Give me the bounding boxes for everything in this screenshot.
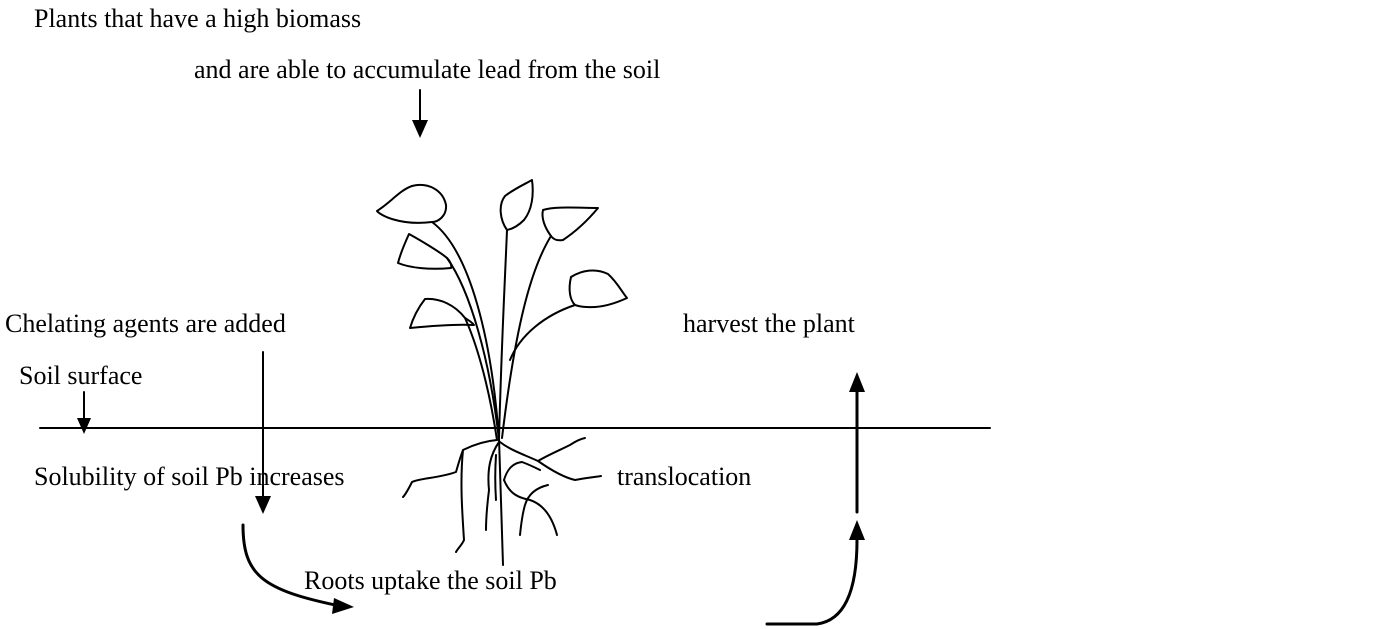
- plant-stem: [446, 257, 500, 441]
- plant-stem: [509, 304, 576, 361]
- soil-surface-arrow: [77, 391, 91, 434]
- plant-stem: [431, 221, 500, 441]
- plant-root: [503, 479, 558, 536]
- chelating-arrow: [255, 351, 271, 514]
- harvest-label: harvest the plant: [683, 309, 855, 338]
- plant-leaf: [376, 184, 448, 224]
- plant-root: [402, 439, 498, 498]
- plants-arrow: [412, 89, 428, 138]
- plant-leaf: [568, 269, 628, 309]
- harvest-arrow: [849, 372, 865, 514]
- chelating-label: Chelating agents are added: [5, 309, 286, 338]
- plant-stem: [464, 317, 498, 441]
- plant-main-root: [498, 437, 504, 566]
- solubility-label: Solubility of soil Pb increases: [34, 462, 345, 491]
- roots-uptake-label: Roots uptake the soil Pb: [304, 566, 557, 595]
- plant-stem: [501, 235, 552, 439]
- plant-root: [519, 484, 549, 536]
- plant-root: [499, 441, 602, 481]
- plant-root: [485, 441, 500, 531]
- plant-root: [503, 461, 541, 481]
- plants-caption-line1: Plants that have a high biomass: [34, 4, 362, 33]
- translocation-curve-arrow: [765, 520, 865, 626]
- plant-leaf: [397, 233, 453, 270]
- plant-root: [537, 437, 586, 462]
- plant-leaf: [541, 206, 599, 242]
- uptake-curve-arrow: [241, 523, 354, 614]
- plant-leaf: [499, 179, 534, 231]
- plant-root: [494, 454, 497, 501]
- soil-surface-label: Soil surface: [19, 361, 143, 390]
- plant-illustration: [376, 179, 628, 566]
- translocation-label: translocation: [617, 462, 752, 491]
- plants-caption-line2: and are able to accumulate lead from the…: [194, 55, 661, 84]
- plant-root: [455, 449, 465, 553]
- plant-stem: [498, 229, 508, 439]
- plant-leaf: [409, 297, 475, 329]
